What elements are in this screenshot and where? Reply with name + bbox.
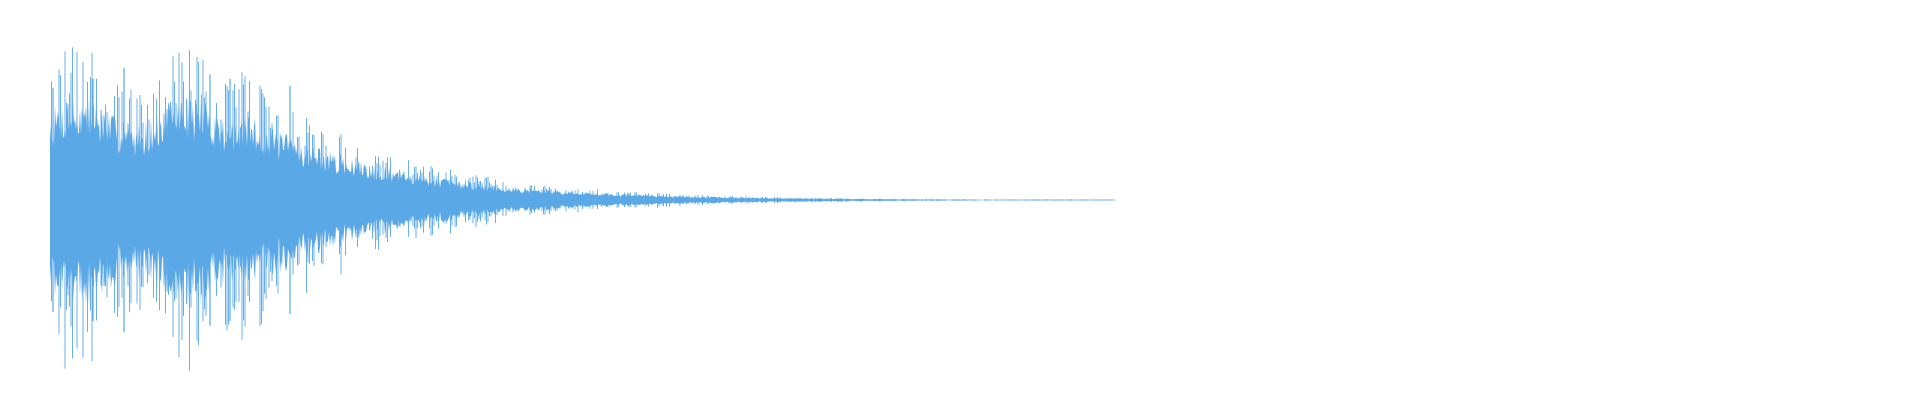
waveform-tail-sample: [1098, 199, 1100, 201]
waveform-tail-sample: [1053, 199, 1055, 201]
waveform-tail-sample: [1101, 199, 1103, 201]
waveform-tail-sample: [1032, 199, 1034, 201]
waveform-tail-sample: [1080, 199, 1082, 201]
waveform-tail-sample: [1038, 199, 1040, 201]
waveform-tail-sample: [1044, 199, 1046, 201]
waveform-tail-sample: [1014, 199, 1016, 201]
waveform-tail-sample: [1089, 199, 1091, 201]
waveform-bars: [50, 47, 1115, 371]
waveform-tail-sample: [1026, 199, 1028, 201]
waveform-tail-sample: [1011, 199, 1013, 201]
waveform-tail-sample: [1071, 199, 1073, 201]
waveform-tail-sample: [1062, 199, 1064, 201]
waveform-tail-sample: [1065, 199, 1067, 201]
waveform-tail-sample: [1074, 199, 1076, 201]
waveform-tail-sample: [999, 199, 1001, 201]
waveform-tail-sample: [1017, 199, 1019, 201]
waveform-tail-sample: [1104, 199, 1106, 201]
waveform-tail-sample: [1107, 199, 1109, 201]
waveform-tail-sample: [1005, 199, 1007, 201]
waveform-tail-sample: [1050, 199, 1052, 201]
waveform-tail-sample: [1110, 199, 1112, 201]
waveform-tail-sample: [1008, 199, 1010, 201]
waveform-tail-sample: [1020, 199, 1022, 201]
waveform-tail-sample: [1095, 199, 1097, 201]
waveform-tail-sample: [1023, 199, 1025, 201]
waveform-tail-sample: [1113, 199, 1115, 201]
waveform-tail-sample: [1083, 199, 1085, 201]
waveform-tail-sample: [1077, 199, 1079, 201]
waveform-tail-sample: [1047, 199, 1049, 201]
waveform-tail-sample: [1068, 199, 1070, 201]
waveform-tail-sample: [1035, 199, 1037, 201]
waveform-tail-sample: [1041, 199, 1043, 201]
waveform-tail-sample: [1002, 199, 1004, 201]
waveform-tail-sample: [1029, 199, 1031, 201]
waveform-tail-sample: [1056, 199, 1058, 201]
waveform-tail-sample: [1059, 199, 1061, 201]
waveform-tail-sample: [1086, 199, 1088, 201]
waveform-tail-sample: [1092, 199, 1094, 201]
